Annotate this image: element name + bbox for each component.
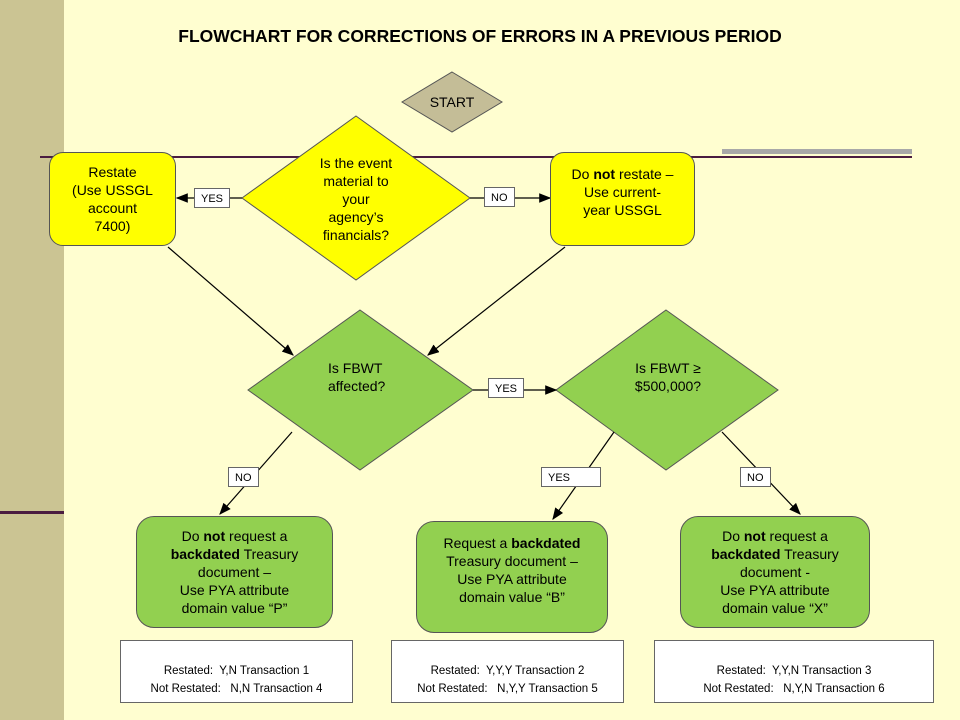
fbwt-amount-decision-shape bbox=[555, 309, 779, 471]
start-shape bbox=[401, 71, 503, 133]
yes-tag-amount: YES bbox=[541, 467, 601, 487]
outcome-p-box: Do not request a backdated Treasury docu… bbox=[136, 516, 333, 628]
top-divider bbox=[40, 156, 912, 158]
left-sidebar-bar bbox=[0, 0, 64, 720]
page-title: FLOWCHART FOR CORRECTIONS OF ERRORS IN A… bbox=[178, 26, 782, 46]
yes-tag-fbwt: YES bbox=[488, 378, 525, 398]
arrow-norestate-fbwt bbox=[427, 246, 566, 356]
footer-box-3: Restated: Y,Y,N Transaction 3 Not Restat… bbox=[654, 640, 934, 703]
material-decision-shape bbox=[241, 115, 471, 281]
restate-box: Restate (Use USSGL account 7400) bbox=[49, 152, 176, 246]
yes-tag-material: YES bbox=[194, 188, 231, 208]
footer-box-2: Restated: Y,Y,Y Transaction 2 Not Restat… bbox=[391, 640, 624, 703]
outcome-x-box: Do not request a backdated Treasury docu… bbox=[680, 516, 870, 628]
start-label: START bbox=[429, 94, 475, 110]
fbwt-amount-question: Is FBWT ≥ $500,000? bbox=[634, 360, 702, 394]
no-tag-amount: NO bbox=[740, 467, 771, 487]
footer-box-1: Restated: Y,N Transaction 1 Not Restated… bbox=[120, 640, 353, 703]
fbwt-decision-shape bbox=[247, 309, 474, 471]
material-question: Is the event material to your agency’s f… bbox=[319, 155, 393, 243]
no-tag-fbwt: NO bbox=[228, 467, 259, 487]
fbwt-question: Is FBWT affected? bbox=[328, 360, 386, 394]
do-not-restate-box: Do not restate – Use current- year USSGL bbox=[550, 152, 695, 246]
top-divider-accent bbox=[722, 149, 912, 154]
left-divider bbox=[0, 511, 64, 514]
outcome-b-box: Request a backdated Treasury document – … bbox=[416, 521, 608, 633]
arrow-restate-fbwt bbox=[167, 246, 294, 356]
no-tag-material: NO bbox=[484, 187, 515, 207]
